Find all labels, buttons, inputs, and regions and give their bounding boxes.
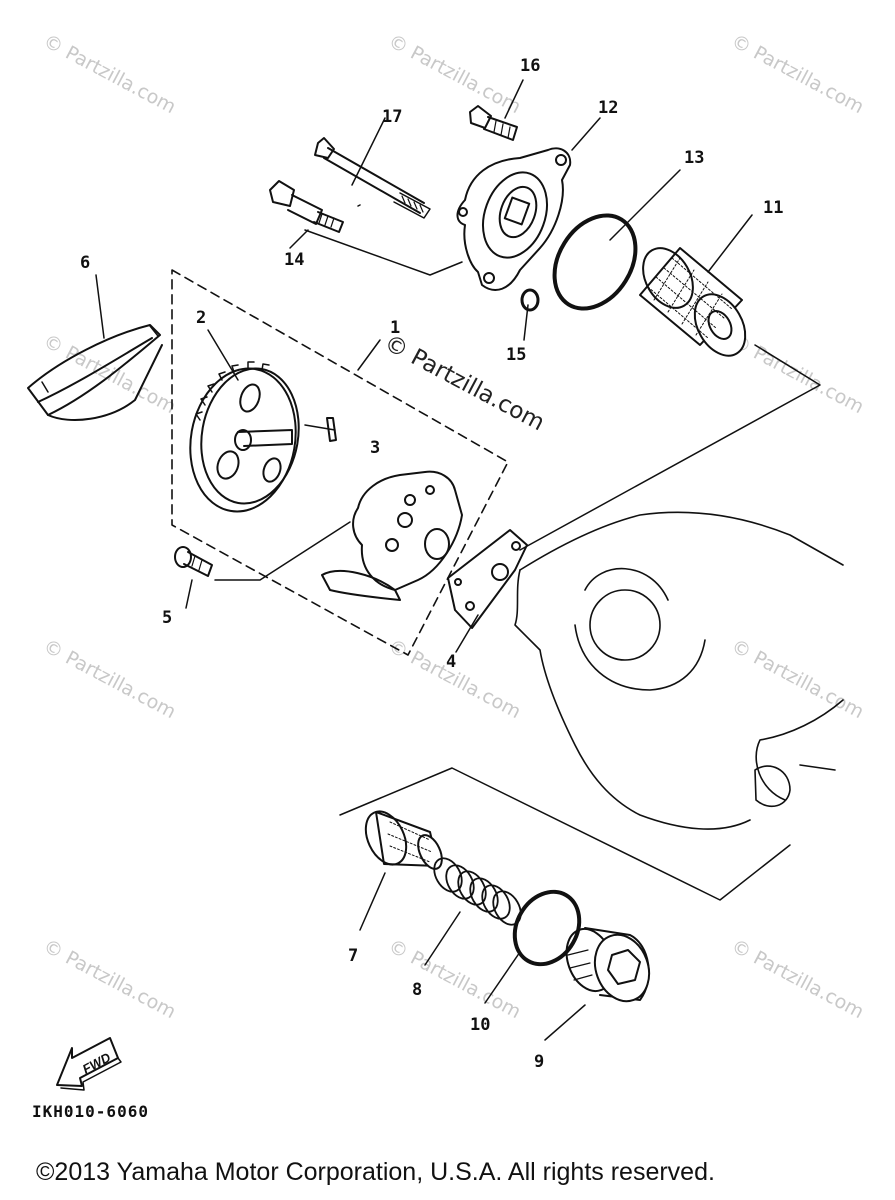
callout-6: 6	[80, 253, 91, 273]
callout-17: 17	[382, 107, 403, 127]
fwd-arrow-icon: FWD	[56, 1037, 122, 1091]
leader-lines	[95, 79, 821, 1041]
screw-5	[174, 546, 213, 577]
oil-pump-body	[321, 470, 463, 601]
crankcase-outline	[514, 511, 844, 830]
assembly-boundary	[171, 269, 509, 656]
oil-filter-cover-12	[456, 147, 572, 291]
bolt-14	[269, 180, 344, 233]
copyright-notice: ©2013 Yamaha Motor Corporation, U.S.A. A…	[36, 1158, 715, 1186]
pin-3	[326, 417, 337, 442]
callout-9: 9	[534, 1052, 545, 1072]
oil-filter-element-11	[639, 247, 747, 357]
callout-10: 10	[470, 1015, 491, 1035]
drain-plug-9	[565, 927, 651, 1003]
callout-16: 16	[520, 56, 541, 76]
callout-4: 4	[446, 652, 457, 672]
diagram-code: IKH010-6060	[32, 1102, 149, 1121]
callout-11: 11	[763, 198, 784, 218]
callout-5: 5	[162, 608, 173, 628]
oil-pump-gear-2	[189, 361, 300, 513]
callout-15: 15	[506, 345, 527, 365]
callout-3: 3	[370, 438, 381, 458]
callout-2: 2	[196, 308, 207, 328]
callout-7: 7	[348, 946, 359, 966]
callout-8: 8	[412, 980, 423, 1000]
callout-13: 13	[684, 148, 705, 168]
o-ring-15	[520, 288, 540, 312]
long-bolt-17	[314, 137, 431, 219]
callout-12: 12	[598, 98, 619, 118]
o-ring-10	[512, 889, 582, 967]
oil-strainer-7	[364, 810, 443, 870]
spring-8	[433, 857, 522, 926]
callout-1: 1	[390, 318, 401, 338]
gasket-4	[447, 529, 528, 629]
bolt-16	[469, 105, 518, 141]
callout-14: 14	[284, 250, 305, 270]
o-ring-13	[552, 213, 638, 311]
strainer-cover-6	[27, 324, 163, 421]
